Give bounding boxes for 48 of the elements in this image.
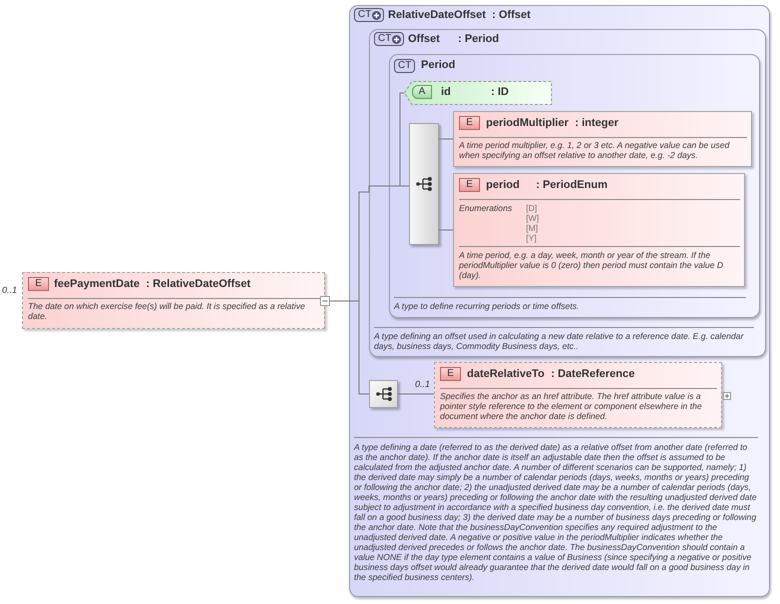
element-tag: E — [459, 116, 480, 130]
type-name: : DateReference — [551, 367, 635, 381]
element-box — [453, 111, 752, 167]
enumeration-value: [Y] — [526, 233, 537, 243]
base-type-name: : Offset — [492, 8, 530, 22]
tag-text: CT — [378, 33, 392, 45]
type-name: : RelativeDateOffset — [146, 277, 251, 291]
complex-type-tag: CT — [394, 59, 416, 73]
base-type-name: : Period — [458, 32, 499, 46]
enumeration-value: [M] — [526, 223, 538, 233]
cardinality-label: 0..1 — [415, 379, 430, 390]
element-tag: E — [28, 277, 49, 291]
element-tag: E — [459, 178, 480, 192]
attribute-box — [404, 81, 552, 105]
element-box — [22, 272, 325, 329]
element-name: dateRelativeTo — [467, 367, 544, 381]
attribute-name: id — [441, 85, 451, 99]
sequence-compositor — [369, 380, 398, 408]
description-text: A type to define recurring periods or time offsets. — [394, 301, 580, 311]
tag-text: CT — [358, 9, 372, 21]
element-name: feePaymentDate — [54, 277, 140, 291]
complex-type-box — [389, 54, 760, 318]
element-box — [453, 173, 745, 287]
cardinality-label: 0..1 — [2, 285, 18, 296]
type-name: : integer — [575, 116, 618, 130]
attribute-tag: A — [412, 85, 432, 99]
element-box — [434, 362, 722, 428]
complex-type-name: Offset — [408, 32, 440, 46]
element-tag: E — [440, 367, 461, 381]
description-text: Specifies the anchor as an href attribute. The href attribute value is a pointer style reference to the element or component elsewhere in the document where the anchor date is defined. — [440, 391, 703, 421]
enumerations-label: Enumerations — [459, 203, 512, 213]
description-text: A type defining an offset used in calculating a new date relative to a reference date. E.g. calendar days, business days, Commodity Business days, etc.. — [374, 331, 745, 351]
sequence-compositor — [409, 123, 439, 245]
type-name: : ID — [491, 85, 509, 99]
complex-type-box — [369, 29, 766, 357]
element-name: period — [486, 178, 520, 192]
description-text: A type defining a date (referred to as the derived date) as a relative offset from another date (referred to as the anchor date). If the anchor date is itself an adjustable date then the offset is assumed to be calculated from the adjusted anchor date. A number of different scenarios can be supported, namely; 1) the derived date may simply be a number of calendar periods (days, weeks, months or years) preceding or following the anchor date; 2) the unadjusted derived date may be a number of calendar periods (days, weeks, months or years) preceding or following the anchor date with the resulting unadjusted derived date subject to adjustment in accordance with a specified business day convention, i.e. the derived date must fall on a good business day; 3) the derived date may be a number of business days preceding or following the anchor date. Note that the businessDayConvention specifies any required adjustment to the unadjusted derived date. A negative or positive value in the periodMultiplier indicates whether the unadjusted derived precedes or follows the anchor date. The businessDayConvention should contain a value NONE if the day type element contains a value of Business (since specifying a negative or positive business days offset would already guarantee that the derived date would fall on a good business day in the specified business centers). — [354, 442, 758, 582]
complex-type-box — [349, 5, 770, 597]
element-name: periodMultiplier — [486, 116, 568, 130]
complex-type-name: RelativeDateOffset — [388, 8, 486, 22]
complex-type-name: Period — [421, 58, 456, 72]
description-text: A time period multiplier, e.g. 1, 2 or 3 etc. A negative value can be used when specifying an offset relative to another date, e.g. -2 days. — [459, 140, 730, 160]
connector-line — [438, 138, 454, 140]
type-name: : PeriodEnum — [536, 178, 608, 192]
enumeration-value: [D] — [526, 203, 537, 213]
enumeration-value: [W] — [526, 213, 539, 223]
description-text: The date on which exercise fee(s) will be paid. It is specified as a relative date. — [28, 301, 306, 321]
description-text: A time period, e.g. a day, week, month or year of the stream. If the periodMultiplier value is 0 (zero) then period must contain the value D (day). — [459, 250, 724, 280]
